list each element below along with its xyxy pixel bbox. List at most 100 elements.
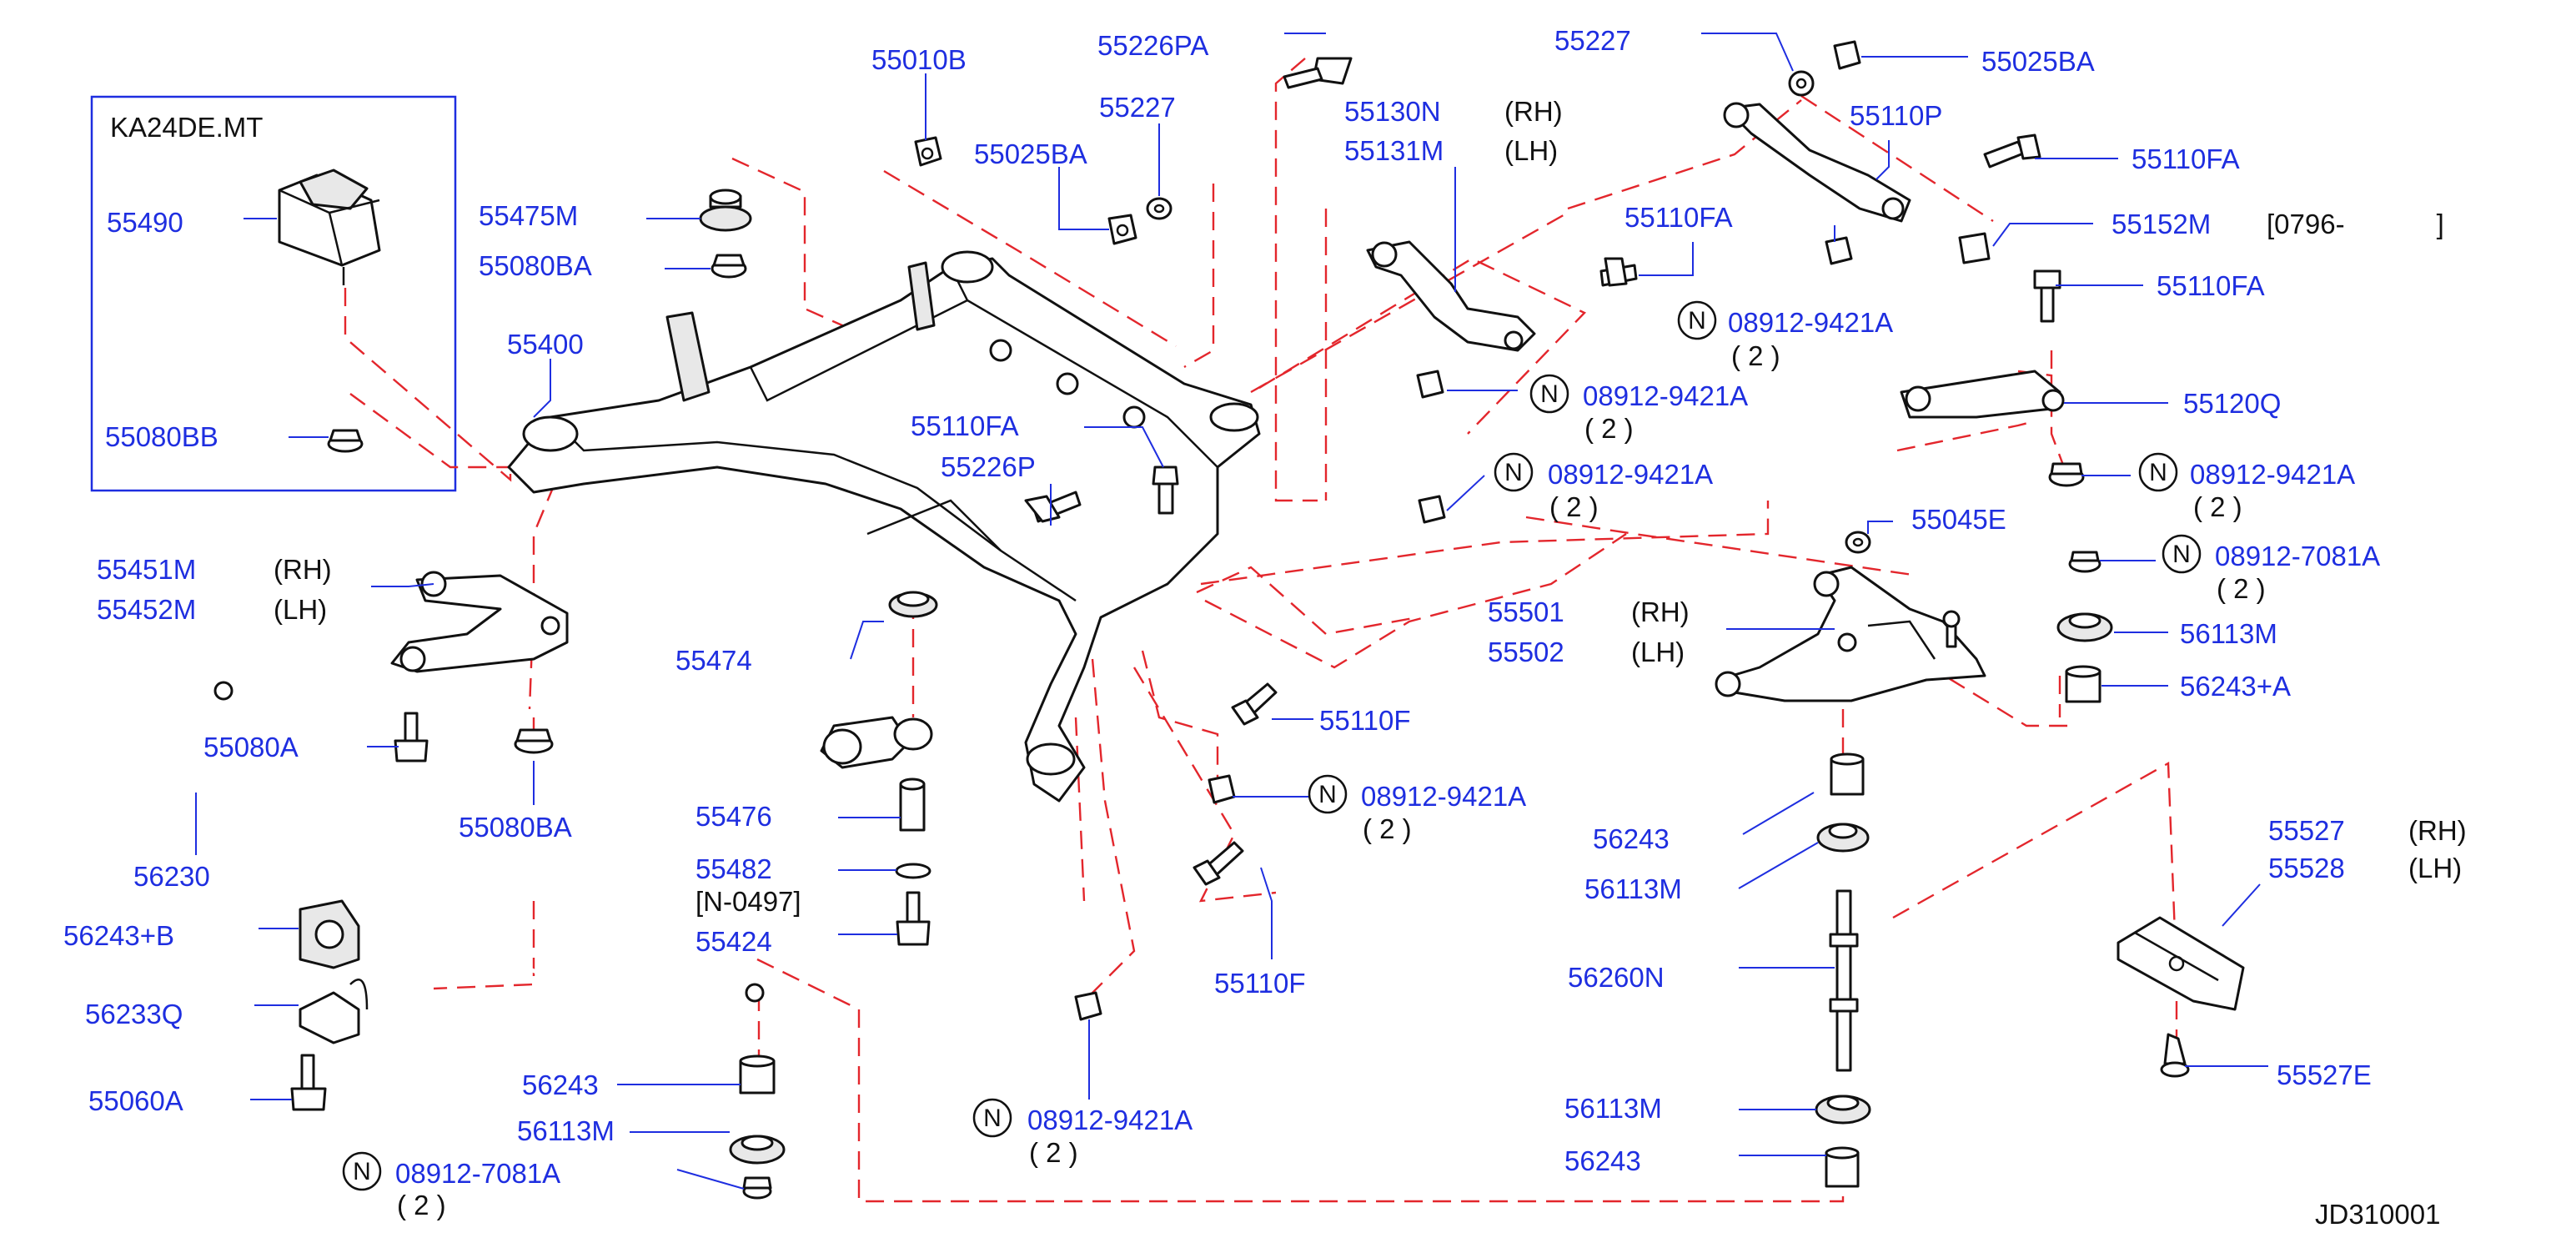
label-55025BA-b: 55025BA [1981,46,2095,77]
n-symbol: N [1318,781,1337,808]
label-55400: 55400 [507,329,584,360]
label-56243-a: 56243 [1593,823,1670,854]
nut-callout-1: N 08912-9421A ( 2 ) [1677,300,1893,371]
bracket-56233Q-icon [299,979,369,1044]
label-55476: 55476 [695,801,772,832]
label-55110FA-d: 55110FA [911,410,1019,441]
label-55527E: 55527E [2277,1059,2372,1090]
label-55080BB: 55080BB [105,421,218,452]
label-55152M: 55152M [2112,209,2211,239]
crossmember-55400-icon [507,250,1261,803]
nut-part-number: 08912-9421A [1583,380,1748,411]
label-55110F-b: 55110F [1214,968,1305,999]
nut-55080BA-icon [514,728,554,754]
nut-quantity: ( 2 ) [1549,491,1599,522]
link-55451M-icon [390,571,569,673]
bush-55152M-icon [1958,232,1991,264]
label-55130N: 55130N [1344,96,1441,127]
clip-55527E-icon [2160,1033,2190,1078]
nut-quantity: ( 2 ) [1584,413,1634,444]
n-symbol: N [353,1158,371,1185]
label-lh-55452M: (LH) [274,594,327,625]
label-rh-55451M: (RH) [274,554,332,585]
nut-quantity: ( 2 ) [2193,491,2242,522]
label-55080BA: 55080BA [479,250,592,281]
nut-callout-3: N 08912-9421A ( 2 ) [1494,452,1713,522]
bracket-55476-icon [820,716,933,832]
washer-55227-icon [1146,197,1173,220]
label-rh-55501: (RH) [1631,596,1690,627]
label-55227-b: 55227 [1554,25,1631,56]
nut-callout-2: N 08912-9421A ( 2 ) [1529,374,1748,444]
label-55110FA-a: 55110FA [2132,143,2240,174]
label-56233Q: 56233Q [85,999,183,1029]
seat-56113M-c-icon [1816,823,1870,853]
nut-part-number: 08912-7081A [2215,541,2380,571]
nut-quantity: ( 2 ) [1363,813,1412,844]
label-55501: 55501 [1488,596,1564,627]
nut-part-number: 08912-9421A [1548,459,1713,490]
bolt-55110FA-b-icon [1599,257,1638,287]
arm-55110P-icon [1723,102,1911,223]
bolt-55226PA-icon [1283,57,1353,89]
n-symbol: N [2172,541,2191,568]
label-55120Q: 55120Q [2183,388,2281,419]
bolt-55110FA-a-icon [1983,133,2041,169]
label-55045E: 55045E [1911,504,2006,535]
nut-08912-9421A-b-icon [1825,236,1853,265]
flange-nut-icon [327,429,364,453]
nut-callout-5: N 08912-7081A ( 2 ) [2162,534,2380,604]
spacer-56243A-icon [2065,665,2101,703]
label-55110FA-b: 55110FA [1624,202,1733,233]
nut-55080BA-top-icon [711,254,747,279]
label-56113M-b: 56113M [1584,873,1682,904]
nut-part-number: 08912-9421A [1728,307,1893,338]
label-lh-55528: (LH) [2408,853,2462,883]
label-55131M: 55131M [1344,135,1444,166]
nut-quantity: ( 2 ) [1731,340,1780,371]
bolt-55110FA-mid-icon [1152,466,1179,515]
nut-part-number: 08912-9421A [1027,1105,1193,1135]
label-55110F-a: 55110F [1319,705,1410,736]
label-56113M-d: 56113M [1564,1093,1662,1124]
bolt-55110FA-c-icon [2033,269,2061,323]
label-rh-55130N: (RH) [1504,96,1563,127]
label-55226PA: 55226PA [1097,30,1208,61]
label-55475M: 55475M [479,200,578,231]
nut-08912-9421A-c-icon [1416,370,1444,399]
stud-56260N-icon [1829,889,1859,1072]
label-56260N: 56260N [1568,962,1665,993]
label-55060A: 55060A [88,1085,183,1116]
label-lh-55131M: (LH) [1504,135,1558,166]
nut-08912-9421A-low-icon [1074,991,1102,1021]
bushing-56243B-icon [299,899,360,969]
bolt-55110F-b-icon [1193,841,1244,886]
bolt-55110F-a-icon [1231,682,1278,726]
washer-55227-b-icon [1788,70,1815,97]
diagram-id: JD310001 [2315,1199,2440,1230]
arm-55120Q-icon [1900,370,2065,419]
seat-56113M-b-icon [729,1135,786,1165]
label-rh-55527: (RH) [2408,815,2467,846]
label-56113M-c: 56113M [517,1115,615,1146]
washer-55045E-icon [1845,531,1871,554]
label-55080A: 55080A [203,732,299,762]
label-55110P: 55110P [1850,100,1942,131]
label-55482: 55482 [695,853,772,884]
label-55490: 55490 [107,207,183,238]
label-55226P: 55226P [941,451,1036,482]
stabilizer-56230-icon [168,681,765,1016]
label-55527: 55527 [2268,815,2345,846]
insulator-55475M-icon [699,189,752,232]
nut-callout-7: N 08912-9421A ( 2 ) [972,1098,1193,1168]
label-56243A: 56243+A [2180,671,2291,702]
label-55424: 55424 [695,926,772,957]
label-leaders [195,33,2268,1190]
label-55474: 55474 [675,645,752,676]
nut-quantity: ( 2 ) [2217,573,2266,604]
seat-56113M-a-icon [2056,612,2113,642]
label-56243-c: 56243 [1564,1145,1641,1176]
nut-08912-9421A-d-icon [1418,495,1446,524]
bolt-55080A-icon [394,712,429,762]
